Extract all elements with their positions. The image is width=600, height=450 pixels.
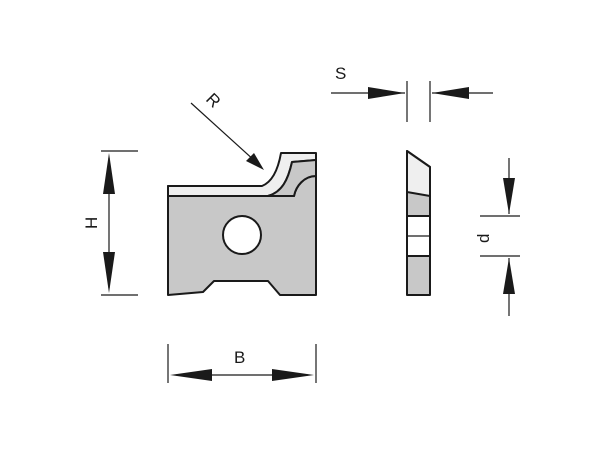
mounting-hole [222, 215, 262, 255]
thickness-arrow-left [368, 87, 405, 99]
diameter-label: d [474, 234, 493, 243]
thickness-label: S [335, 64, 346, 83]
side-view [406, 150, 431, 296]
height-arrow-top [103, 153, 115, 194]
front-view [167, 152, 317, 296]
side-edge-bevel [406, 150, 431, 197]
height-label: H [82, 217, 101, 229]
radius-label: R [202, 89, 224, 111]
width-arrow-left [170, 369, 212, 381]
height-dimension: H [82, 150, 138, 296]
width-dimension: B [167, 344, 317, 383]
width-arrow-right [272, 369, 314, 381]
radius-leader-line [190, 102, 257, 163]
diameter-arrow-bottom [503, 258, 515, 294]
thickness-arrow-right [432, 87, 469, 99]
radius-arrowhead [246, 153, 264, 170]
radius-profile [267, 159, 317, 197]
diameter-arrow-top [503, 178, 515, 214]
diameter-dimension: d [474, 158, 520, 316]
width-label: B [234, 348, 245, 367]
height-arrow-bottom [103, 252, 115, 293]
radius-dimension: R [190, 89, 264, 170]
thickness-dimension: S [331, 64, 493, 122]
